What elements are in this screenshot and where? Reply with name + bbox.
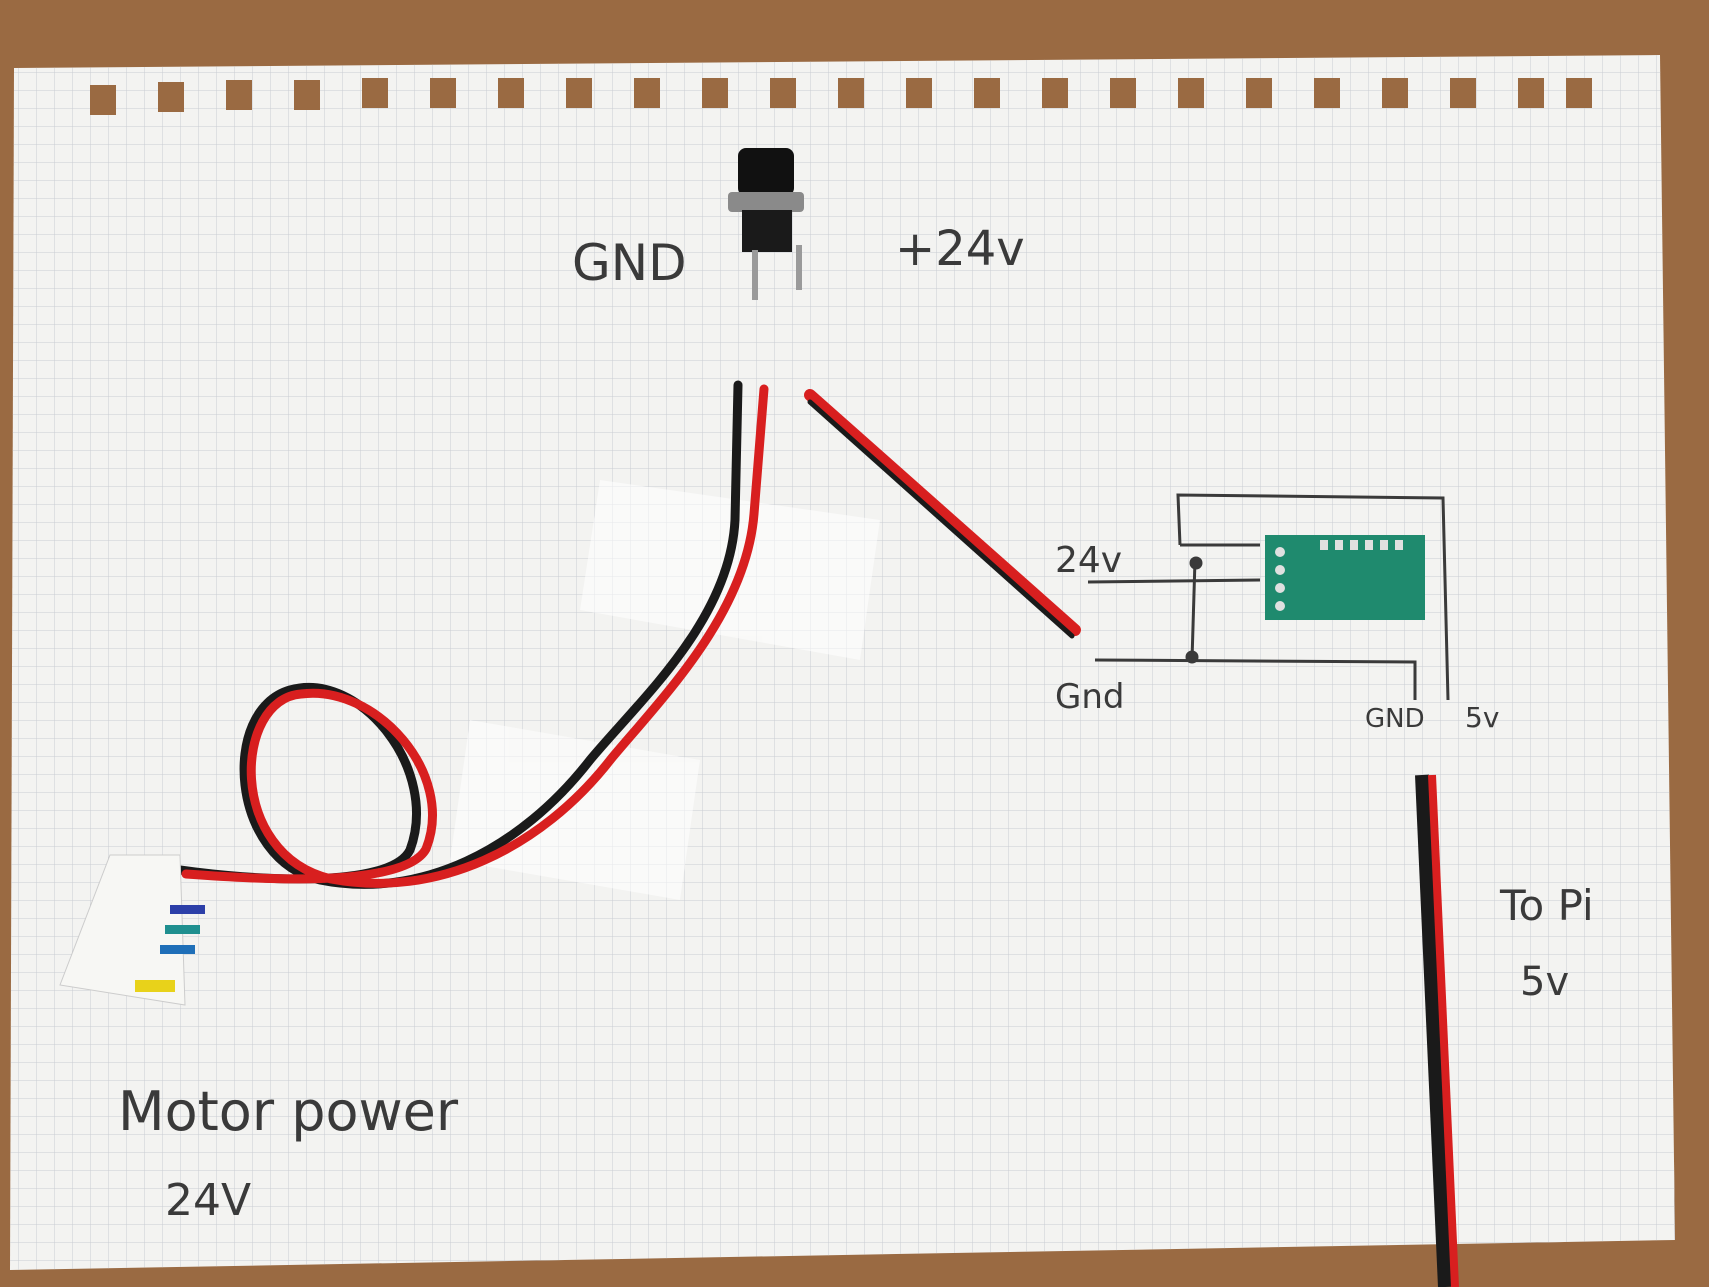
label-reg-gnd-in: Gnd	[1055, 677, 1124, 717]
label-motor-power: Motor power	[118, 1080, 459, 1143]
label-to-pi-voltage: 5v	[1520, 959, 1569, 1005]
schematic-drawing	[1087, 493, 1450, 701]
label-reg-out: 5v	[1465, 701, 1499, 734]
graph-paper	[10, 55, 1675, 1270]
label-reg-gnd-out: GND	[1365, 704, 1425, 734]
label-jack-plus: +24v	[895, 221, 1025, 277]
label-jack-gnd: GND	[572, 234, 687, 292]
buck-converter-pcb	[1265, 535, 1425, 620]
short-cable	[804, 389, 1081, 639]
label-reg-in: 24v	[1055, 540, 1122, 581]
pi-cable	[1415, 774, 1459, 1287]
motor-power-cable	[175, 380, 769, 889]
label-to-pi: To Pi	[1499, 881, 1594, 930]
label-motor-voltage: 24V	[165, 1175, 251, 1226]
dc-barrel-jack	[728, 148, 804, 300]
jst-connector	[59, 854, 205, 1006]
